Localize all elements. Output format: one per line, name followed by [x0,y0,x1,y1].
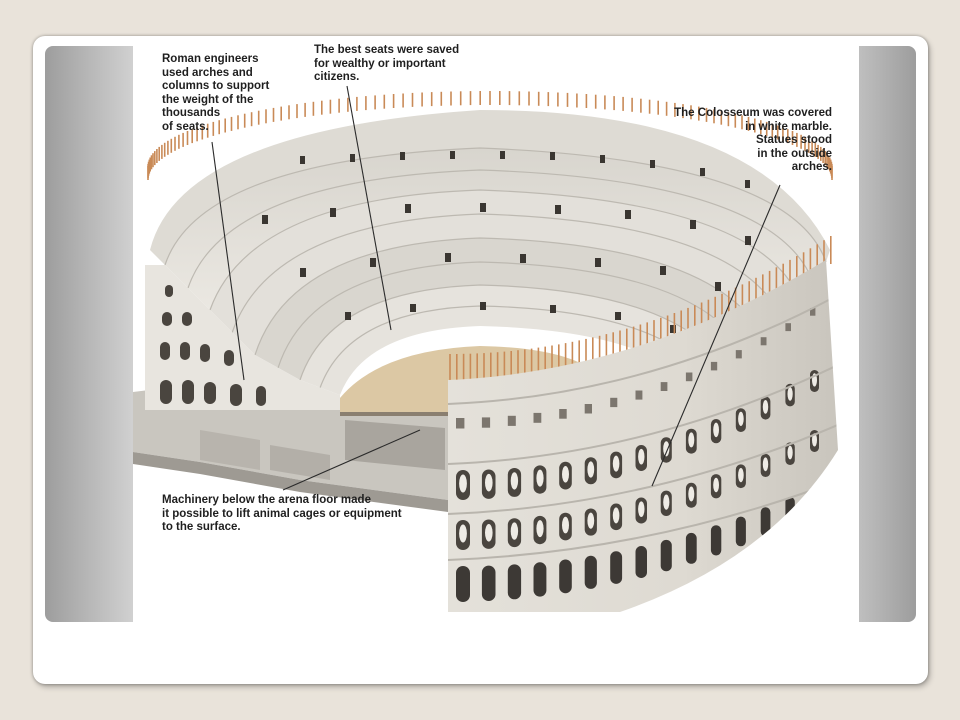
arches-callout: Roman engineers used arches and columns … [162,53,270,133]
cutaway-arches [145,265,340,410]
marble-callout: The Colosseum was covered in white marbl… [674,107,832,174]
machinery-callout: Machinery below the arena floor made it … [162,494,402,534]
best-seats-callout: The best seats were saved for wealthy or… [314,44,460,84]
